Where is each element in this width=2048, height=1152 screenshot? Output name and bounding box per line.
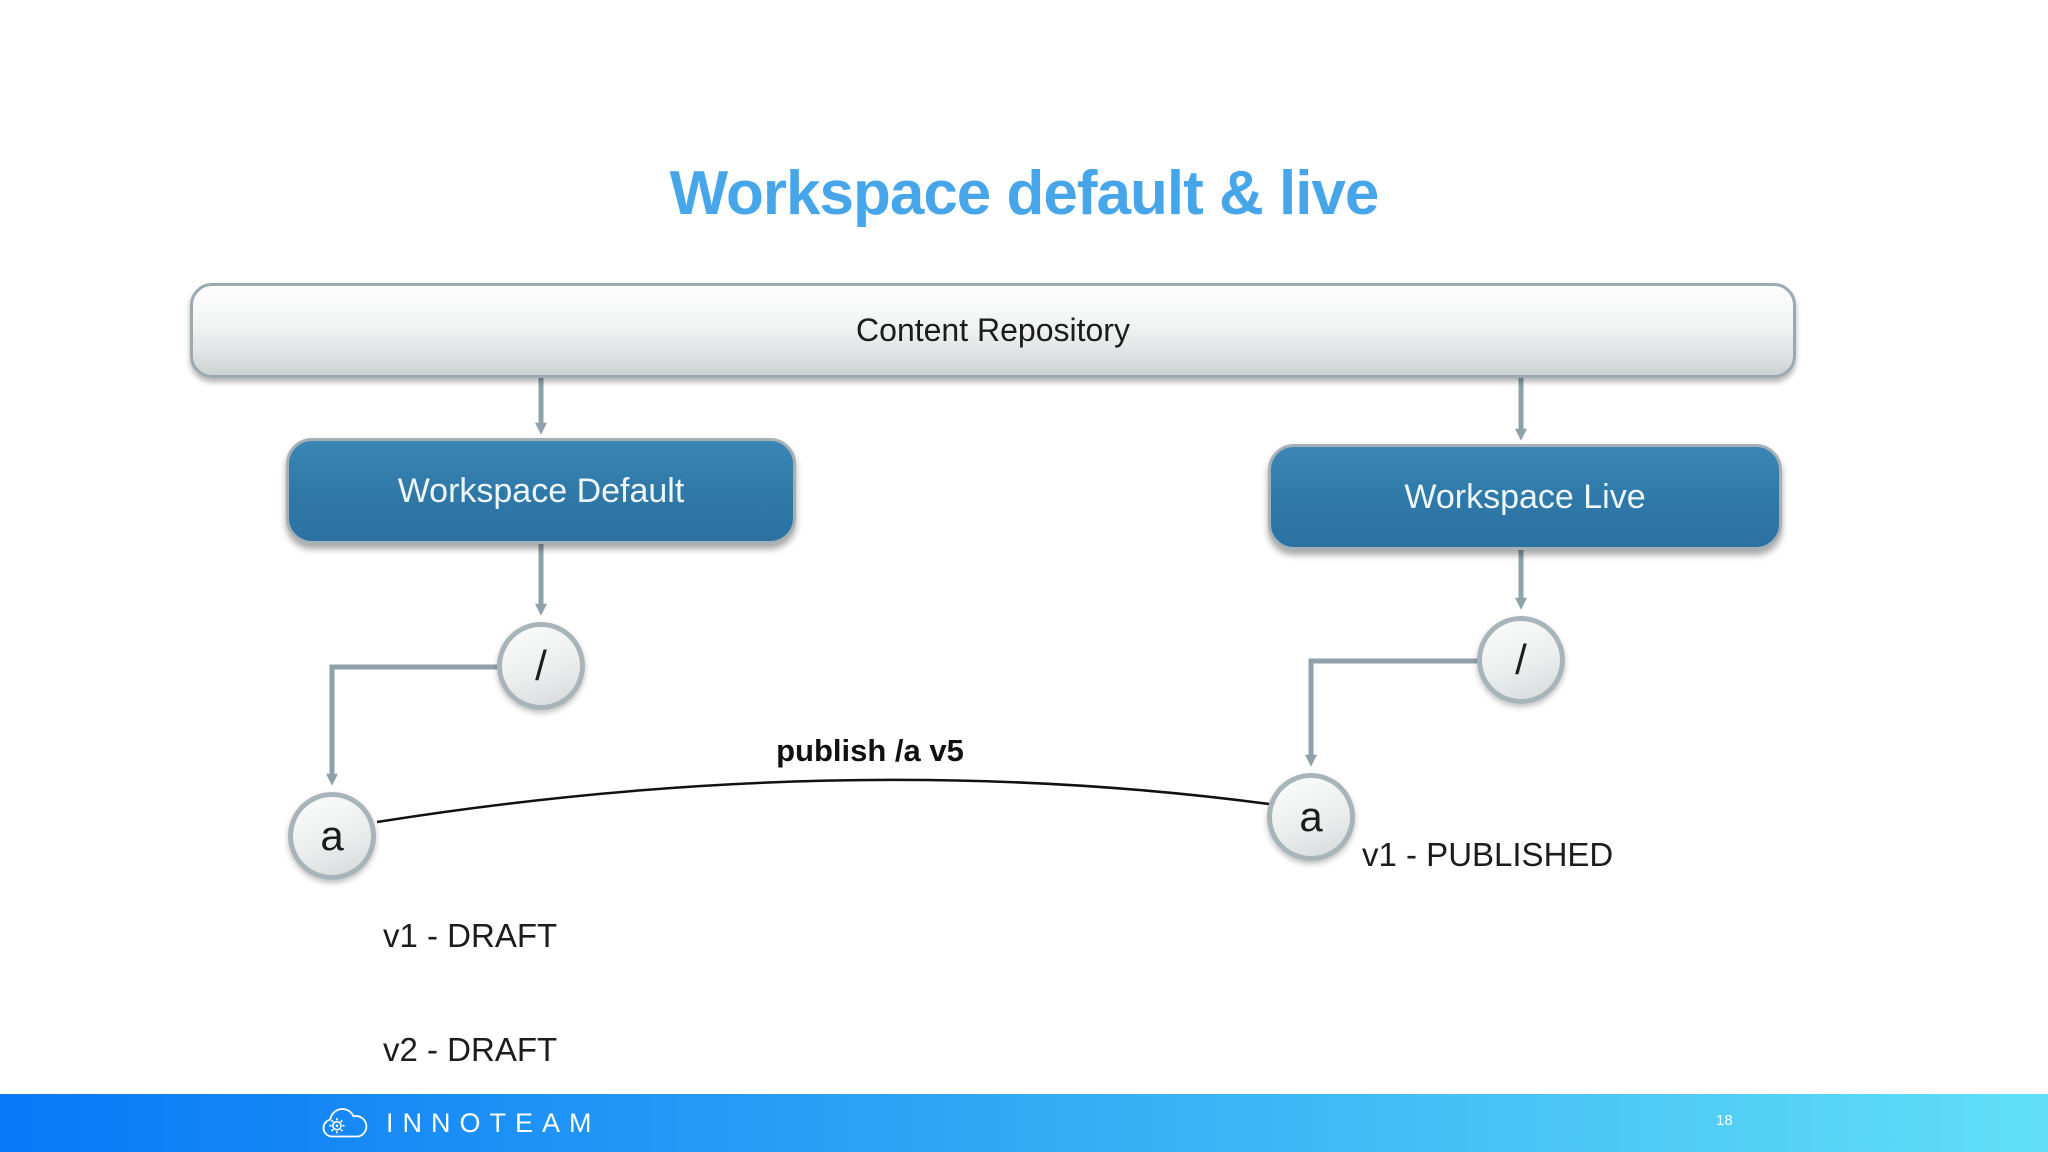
root-node-live-label: / — [1515, 636, 1527, 683]
page-number: 18 — [1716, 1112, 1733, 1129]
arrow-root-to-a-live — [1304, 658, 1477, 767]
root-node-live: / — [1477, 616, 1565, 704]
workspace-default-label: Workspace Default — [397, 471, 685, 510]
publish-arc — [376, 778, 1270, 824]
version-item: v1 - PUBLISHED — [1362, 836, 1614, 873]
root-node-default-label: / — [535, 642, 547, 689]
footer-bar: INNOTEAM 18 — [0, 1094, 2048, 1152]
brand-name: INNOTEAM — [386, 1107, 601, 1138]
brand-logo: INNOTEAM — [318, 1094, 601, 1152]
root-node-default: / — [497, 622, 585, 710]
version-item: v2 - DRAFT — [383, 1031, 558, 1068]
a-node-live: a — [1267, 773, 1355, 861]
content-repository-box: Content Repository — [190, 283, 1796, 378]
cloud-gear-icon — [322, 1108, 368, 1138]
workspace-default-box: Workspace Default — [286, 438, 796, 544]
content-repository-label: Content Repository — [856, 312, 1130, 348]
publish-action-label: publish /a v5 — [776, 733, 964, 768]
live-version-list: v1 - PUBLISHED — [1362, 836, 1613, 874]
workspace-live-label: Workspace Live — [1404, 477, 1646, 516]
default-version-list: v1 - DRAFT v2 - DRAFT v3 - DRAFT v4 - DR… — [383, 841, 634, 1152]
a-node-default-label: a — [320, 812, 344, 859]
a-node-default: a — [288, 792, 376, 880]
version-item: v1 - DRAFT — [383, 917, 558, 954]
workspace-live-box: Workspace Live — [1268, 444, 1782, 550]
a-node-live-label: a — [1299, 793, 1323, 840]
slide-title: Workspace default & live — [669, 158, 1380, 228]
arrow-root-to-a-default — [325, 664, 497, 786]
